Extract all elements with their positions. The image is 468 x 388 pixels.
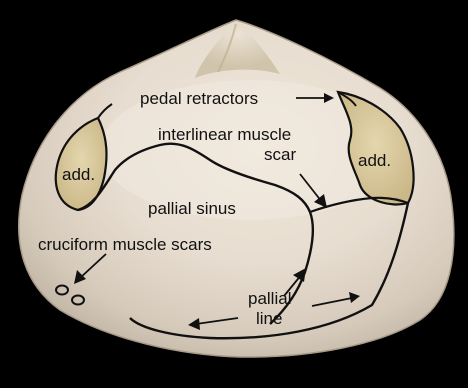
label-interlinear-line1: interlinear muscle <box>158 125 291 144</box>
label-pallial-line2: line <box>256 309 282 328</box>
label-cruciform: cruciform muscle scars <box>38 235 212 254</box>
label-pedal-retractors: pedal retractors <box>140 89 258 108</box>
label-interlinear-line2: scar <box>264 145 296 164</box>
label-pallial-line1: pallial <box>248 289 291 308</box>
label-add-left: add. <box>62 165 95 184</box>
label-add-right: add. <box>358 151 391 170</box>
label-pallial-sinus: pallial sinus <box>148 199 236 218</box>
